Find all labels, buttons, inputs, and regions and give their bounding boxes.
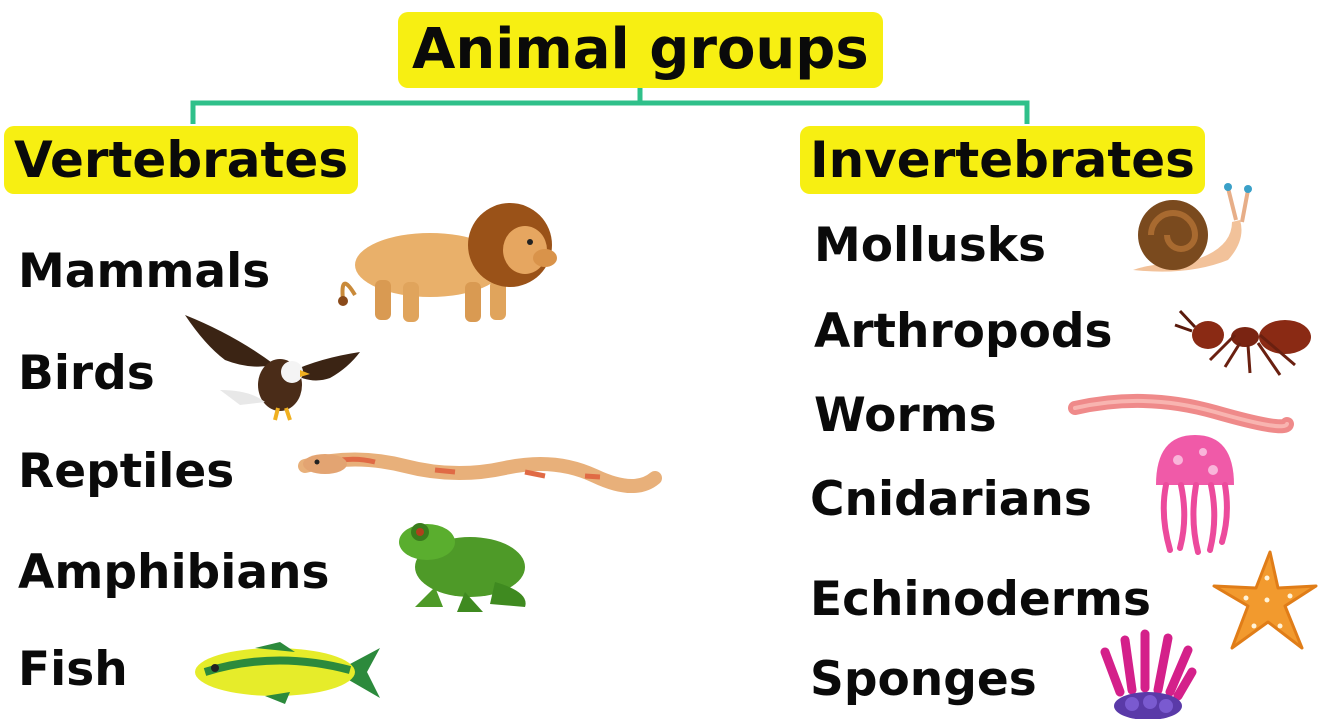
birds-label: Birds [18,350,155,397]
snake-icon [295,448,660,493]
lion-icon [335,200,565,325]
ant-icon [1170,305,1315,380]
branch-line [193,103,1027,124]
worms-label: Worms [814,392,997,439]
fish-icon [185,640,385,705]
vertebrates-heading: Vertebrates [4,126,358,194]
cnidarians-label: Cnidarians [810,476,1092,523]
mammals-label: Mammals [18,248,270,295]
mollusks-label: Mollusks [814,222,1046,269]
eagle-icon [180,310,365,425]
jellyfish-icon [1148,430,1243,555]
sponges-label: Sponges [810,656,1037,703]
amphibians-label: Amphibians [18,549,329,596]
frog-icon [395,512,535,617]
diagram-title: Animal groups [398,12,883,88]
reptiles-label: Reptiles [18,448,234,495]
starfish-icon [1210,548,1320,653]
fish-label: Fish [18,646,128,693]
arthropods-label: Arthropods [814,308,1113,355]
sponge-icon [1100,632,1195,718]
snail-icon [1128,180,1258,280]
echinoderms-label: Echinoderms [810,576,1151,623]
